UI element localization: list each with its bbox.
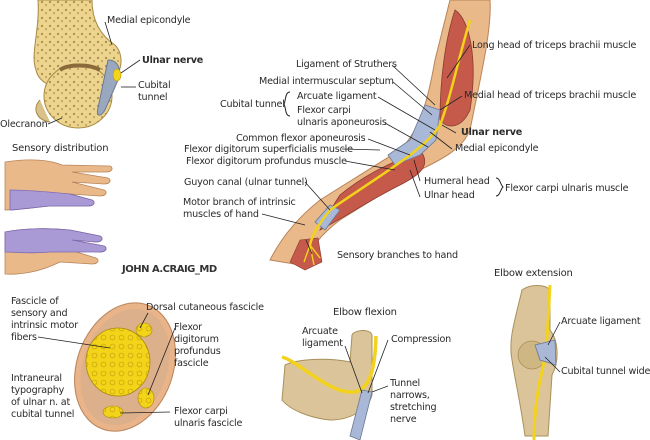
label-fcu-fascicle-2: ulnaris fascicle (174, 418, 243, 429)
label-fcu-fascicle-1: Flexor carpi (174, 406, 228, 417)
label-cubital-section-2: tunnel (138, 92, 168, 103)
label-medial-intermuscular-septum: Medial intermuscular septum (259, 76, 394, 87)
label-cubital-tunnel-wide: Cubital tunnel wide (561, 366, 650, 377)
label-tunnel-4: nerve (390, 414, 417, 425)
label-fdp-fascicle-2: digitorum (174, 334, 219, 345)
elbow-extension-title: Elbow extension (494, 268, 573, 279)
label-dorsal-cutaneous: Dorsal cutaneous fascicle (146, 302, 264, 313)
elbow-section-leader-lines (47, 21, 141, 125)
label-cubital-section-1: Cubital (138, 80, 171, 91)
label-fdp-fascicle-3: profundus (174, 346, 221, 357)
label-ulnar-nerve-arm: Ulnar nerve (461, 127, 523, 138)
label-fdp-muscle: Flexor digitorum profundus muscle (186, 156, 347, 167)
label-tunnel-2: narrows, (390, 390, 430, 401)
label-intraneural-2: typography (11, 385, 65, 396)
label-arcuate-ligament: Arcuate ligament (297, 91, 377, 102)
extension-leader-lines (544, 321, 561, 373)
cubital-tunnel-brace (283, 91, 291, 117)
label-tunnel-1: Tunnel (390, 378, 421, 389)
label-intraneural-4: cubital tunnel (11, 409, 75, 420)
elbow-bone-section (33, 0, 122, 129)
flexion-leader-lines (344, 339, 389, 394)
label-fdp-fascicle-1: Flexor (174, 322, 202, 333)
fascicle-leader-lines (37, 312, 176, 414)
label-fascicle-sensory-4: fibers (11, 332, 37, 343)
label-fcu-aponeurosis-2: ulnaris aponeurosis (297, 117, 387, 128)
label-medial-head-triceps: Medial head of triceps brachii muscle (464, 90, 637, 101)
label-tunnel-3: stretching (390, 402, 437, 413)
label-olecranon: Olecranon (0, 119, 48, 130)
label-sensory-branches: Sensory branches to hand (337, 250, 458, 261)
label-medial-epicondyle-section: Medial epicondyle (107, 15, 191, 26)
label-flexion-arcuate-1: Arcuate (302, 326, 338, 337)
label-flexion-arcuate-2: ligament (302, 338, 343, 349)
label-long-head-triceps: Long head of triceps brachii muscle (472, 40, 637, 51)
label-intraneural-3: of ulnar n. at (11, 397, 71, 408)
elbow-extension-illustration (510, 284, 558, 440)
sensory-hands (4, 159, 113, 275)
label-guyon-canal: Guyon canal (ulnar tunnel) (184, 177, 308, 188)
elbow-flexion-title: Elbow flexion (333, 307, 397, 318)
label-common-flexor-aponeurosis: Common flexor aponeurosis (236, 133, 366, 144)
artist-signature: JOHN A.CRAIG_MD (122, 264, 217, 275)
label-medial-epicondyle-arm: Medial epicondyle (455, 143, 539, 154)
label-fascicle-sensory-2: sensory and (11, 308, 68, 319)
nerve-cross-section (74, 302, 176, 432)
label-fcu-muscle: Flexor carpi ulnaris muscle (505, 183, 629, 194)
fcu-brace (495, 177, 504, 197)
label-extension-arcuate: Arcuate ligament (561, 316, 641, 327)
label-ligament-of-struthers: Ligament of Struthers (296, 59, 397, 70)
label-humeral-head: Humeral head (424, 176, 490, 187)
label-fcu-aponeurosis-1: Flexor carpi (297, 105, 351, 116)
label-fdp-fascicle-4: fascicle (174, 358, 209, 369)
arm-leader-lines (261, 44, 471, 255)
sensory-distribution-title: Sensory distribution (12, 143, 109, 154)
label-compression: Compression (391, 334, 452, 345)
label-motor-branch-2: muscles of hand (183, 209, 259, 220)
label-fascicle-sensory-1: Fascicle of (11, 296, 59, 307)
label-fds-muscle: Flexor digitorum superficialis muscle (184, 144, 353, 155)
label-intraneural-1: Intraneural (11, 373, 62, 384)
label-ulnar-head: Ulnar head (424, 190, 475, 201)
label-motor-branch-1: Motor branch of intrinsic (183, 197, 296, 208)
label-fascicle-sensory-3: intrinsic motor (11, 320, 78, 331)
label-cubital-tunnel: Cubital tunnel (220, 99, 285, 110)
label-ulnar-nerve-section: Ulnar nerve (142, 55, 204, 66)
arm-dissection (269, 0, 491, 271)
